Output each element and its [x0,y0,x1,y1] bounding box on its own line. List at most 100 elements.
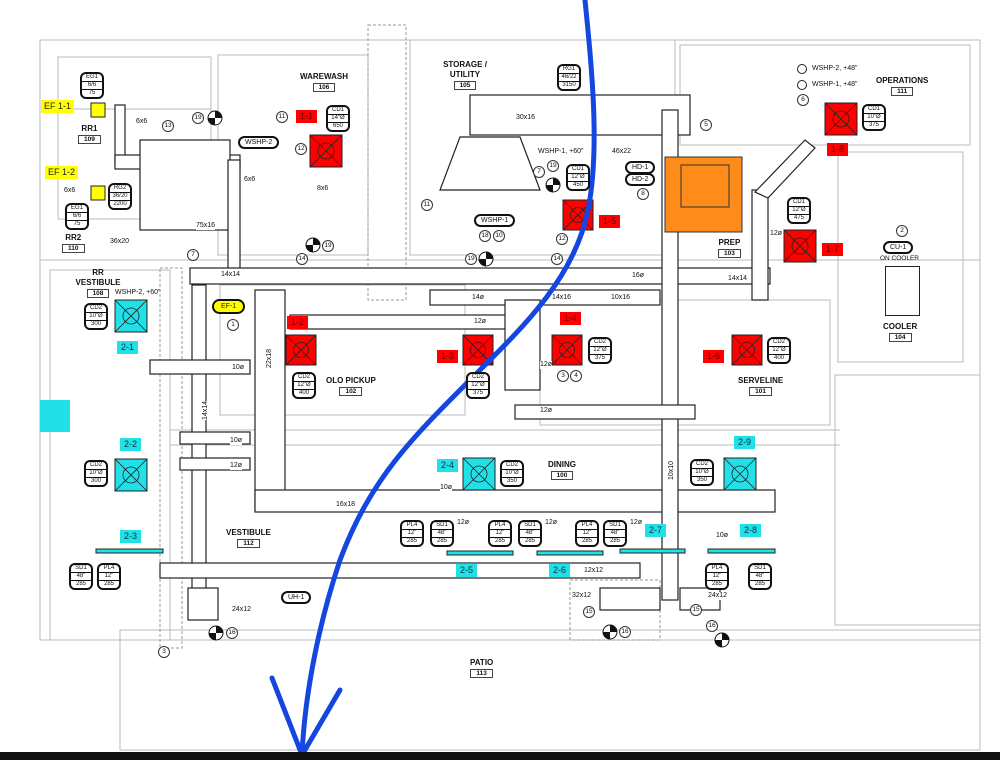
tag-1-5[interactable]: 1-5 [599,215,621,228]
diffuser-x [114,458,148,492]
tag-ef-1-1[interactable]: EF 1-1 [41,100,75,113]
keynote-marker[interactable]: 5 [700,119,712,131]
device-cfm: 285 [432,537,452,545]
tag-2-1[interactable]: 2-1 [117,341,139,354]
keynote-marker[interactable]: 2 [896,225,908,237]
device-cfm: 375 [590,354,610,362]
keynote-marker[interactable]: 19 [192,112,204,124]
keynote-marker[interactable]: 19 [322,240,334,252]
device-size: 12" [99,572,119,580]
tag-1-6[interactable]: 1-6 [703,350,725,363]
tag-1-3[interactable]: 1-3 [437,350,459,363]
device-cfm: 650 [328,122,348,130]
keynote-marker[interactable]: 15 [690,604,702,616]
duct-size-label: 12ø [770,230,783,238]
device-type: PL4 [494,522,506,528]
room-name: RR1 [81,124,98,133]
tag-1-4[interactable]: 1-4 [560,312,582,325]
tag-2-7[interactable]: 2-7 [645,524,667,537]
keynote-marker[interactable]: 3 [158,646,170,658]
keynote-marker[interactable]: 3 [557,370,569,382]
tag-ef-1-2[interactable]: EF 1-2 [45,166,79,179]
tag-2-5[interactable]: 2-5 [456,564,478,577]
keynote-marker[interactable]: 12 [295,143,307,155]
tag-ef-1[interactable]: EF-1 [212,299,246,314]
keynote-marker[interactable]: 19 [465,253,477,265]
keynote-marker[interactable]: 16 [706,620,718,632]
keynote-marker[interactable]: 14 [551,253,563,265]
equip-hd-2[interactable]: HD-2 [625,173,656,186]
tag-1-7[interactable]: 1-7 [822,243,844,256]
keynote-marker[interactable]: 7 [187,249,199,261]
keynote-marker[interactable]: 11 [421,199,433,211]
equip-uh-1[interactable]: UH-1 [281,591,312,604]
keynote-marker[interactable]: 12 [556,233,568,245]
duct-size-label: 12ø [540,361,553,369]
device-type: CD1 [792,199,805,205]
duct-size-label: 10ø [716,532,729,540]
tag-2-4[interactable]: 2-4 [437,459,459,472]
keynote-marker[interactable]: 15 [583,606,595,618]
room-name: DINING [548,460,576,469]
tag-2-9[interactable]: 2-9 [734,436,756,449]
keynote-marker[interactable]: 13 [162,120,174,132]
keynote-marker[interactable]: 6 [797,94,809,106]
keynote-marker[interactable]: 16 [226,627,238,639]
keynote-marker[interactable]: 1 [227,319,239,331]
keynote-marker[interactable]: 11 [276,111,288,123]
tag-2-6[interactable]: 2-6 [549,564,571,577]
keynote-marker[interactable]: 14 [296,253,308,265]
tag-2-2[interactable]: 2-2 [120,438,142,451]
keynote-marker[interactable]: 4 [570,370,582,382]
keynote-marker[interactable]: 19 [547,160,559,172]
device-cfm: 350 [502,477,522,485]
keynote-marker[interactable]: 8 [637,188,649,200]
equip-wshp-2[interactable]: WSHP-2 [238,136,280,149]
keynote-marker[interactable]: 10 [493,230,505,242]
duct-size-label: 12x12 [584,567,604,575]
device-type: CD2 [297,374,310,380]
keynote-marker[interactable]: 18 [479,230,491,242]
keynote-marker[interactable]: 16 [619,626,631,638]
device-type: SD1 [75,565,87,571]
tag-1-1[interactable]: 1-1 [296,110,318,123]
equip-wshp-1[interactable]: WSHP-1 [474,214,516,227]
keynote-marker[interactable]: 7 [533,166,545,178]
tag-1-8[interactable]: 1-8 [827,143,849,156]
equip-cu-1[interactable]: CU-1 [883,241,914,254]
tag-2-3[interactable]: 2-3 [120,530,142,543]
duct-size-label: 24x12 [232,606,252,614]
device-size: 12"Ø [769,346,789,354]
tag-2-8[interactable]: 2-8 [740,524,762,537]
tag-1-2[interactable]: 1-2 [287,316,309,329]
